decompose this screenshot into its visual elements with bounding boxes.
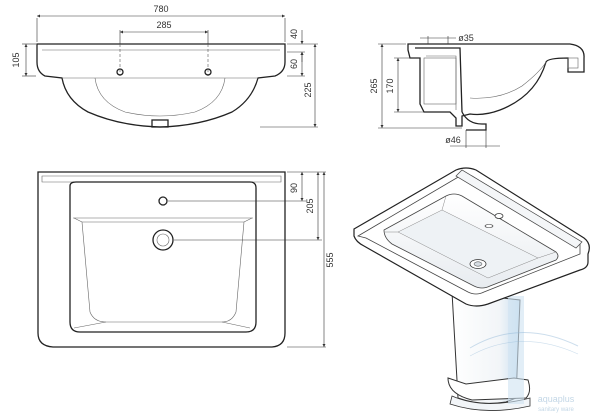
dim-tap-spacing: 285 xyxy=(156,20,171,30)
side-section: ø35 265 170 ø46 xyxy=(369,33,585,148)
isometric-view xyxy=(353,167,590,411)
dim-waste-diameter: ø46 xyxy=(445,135,461,145)
watermark-text: aquaplus xyxy=(538,394,575,404)
front-elevation: 780 285 105 40 60 225 xyxy=(11,4,318,128)
dim-overflow-diameter: ø35 xyxy=(458,33,474,43)
dim-outer-height: 265 xyxy=(369,78,379,93)
dim-waste-offset: 205 xyxy=(305,198,315,213)
plan-view: 90 205 555 xyxy=(37,171,335,348)
dim-tap-offset: 60 xyxy=(289,59,299,69)
dim-rim-thickness: 40 xyxy=(289,29,299,39)
dim-inner-height: 170 xyxy=(385,78,395,93)
watermark-caption: sanitary ware xyxy=(538,407,574,413)
dim-overall-depth: 555 xyxy=(325,252,335,267)
dim-front-height: 105 xyxy=(11,52,21,67)
dim-tap-hole-offset: 90 xyxy=(289,183,299,193)
dim-total-height: 225 xyxy=(303,82,313,97)
watermark-logo: aquaplus sanitary ware xyxy=(469,332,579,413)
dim-overall-width: 780 xyxy=(153,4,168,14)
